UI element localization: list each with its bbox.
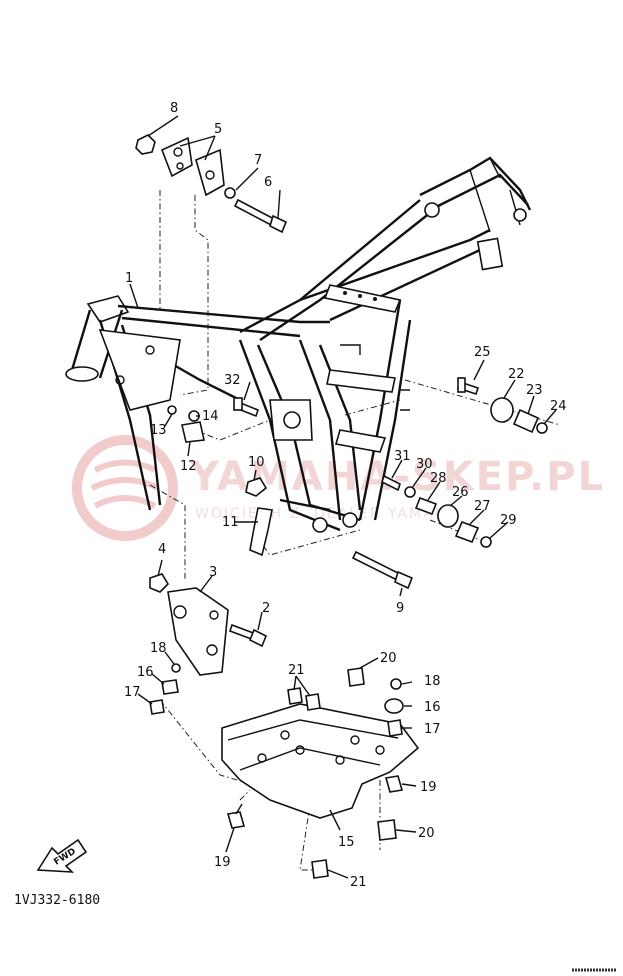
damper-20b [377, 819, 397, 841]
bracket-5a [160, 136, 193, 178]
bracket-11 [249, 507, 273, 557]
callout-2: 2 [262, 601, 270, 616]
nut-18b [390, 678, 402, 690]
nut-29 [480, 536, 492, 548]
bushing-22 [490, 397, 514, 423]
nut-10 [245, 477, 268, 497]
callout-21b: 21 [350, 875, 367, 890]
callout-21a: 21 [288, 663, 305, 678]
damper-21b [311, 859, 329, 879]
callout-12: 12 [180, 459, 197, 474]
bracket-5b [195, 148, 225, 197]
bracket-12 [181, 421, 205, 443]
callout-31: 31 [394, 449, 411, 464]
fwd-arrow-icon: FWD [36, 838, 88, 873]
callout-22: 22 [508, 367, 525, 382]
callout-9: 9 [396, 601, 404, 616]
callout-23: 23 [526, 383, 543, 398]
collar-17b [387, 719, 403, 737]
callout-27: 27 [474, 499, 491, 514]
watermark-logo-ring [72, 435, 178, 541]
callout-16b: 16 [424, 700, 441, 715]
bolt-6 [233, 198, 278, 228]
parts [135, 134, 548, 715]
callout-18a: 18 [150, 641, 167, 656]
bolt-31 [381, 474, 401, 492]
callout-17b: 17 [424, 722, 441, 737]
bushing-26 [437, 504, 459, 528]
collar-17a [149, 699, 165, 715]
callout-24: 24 [550, 399, 567, 414]
bolt-19a [226, 811, 246, 829]
callout-15: 15 [338, 835, 355, 850]
callout-28: 28 [430, 471, 447, 486]
callout-8: 8 [170, 101, 178, 116]
callout-25: 25 [474, 345, 491, 360]
callout-6: 6 [264, 175, 272, 190]
callout-labels: 1 2 3 4 5 6 7 8 9 10 11 12 13 14 15 16 1… [124, 101, 567, 890]
callout-19b: 19 [420, 780, 437, 795]
collar-27 [454, 520, 480, 544]
bolt-13 [167, 405, 177, 415]
bolt-19b [384, 775, 404, 793]
callout-19a: 19 [214, 855, 231, 870]
callout-7: 7 [254, 153, 262, 168]
callout-14: 14 [202, 409, 219, 424]
damper-16a [161, 679, 179, 695]
callout-32: 32 [224, 373, 241, 388]
callout-leaders [129, 115, 557, 879]
head-tube-top [86, 295, 130, 323]
washer-7 [224, 187, 236, 199]
engine-mount-3 [167, 587, 229, 676]
callout-29: 29 [500, 513, 517, 528]
washer-30 [404, 486, 416, 498]
nut-24 [536, 422, 548, 434]
nut-18a [171, 663, 181, 673]
damper-20a [347, 667, 365, 687]
skid-plate-assembly [221, 667, 420, 879]
callout-4: 4 [158, 542, 166, 557]
nut-8 [135, 134, 156, 155]
callout-1: 1 [125, 271, 133, 286]
damper-16b [384, 698, 404, 714]
damper-21a [287, 687, 303, 705]
callout-3: 3 [209, 565, 217, 580]
callout-17a: 17 [124, 685, 141, 700]
nut-4 [149, 573, 170, 593]
diagram-code: 1VJ332-6180 [14, 893, 100, 908]
callout-5: 5 [214, 122, 222, 137]
callout-10: 10 [248, 455, 265, 470]
bolt-9 [351, 550, 402, 582]
callout-18b: 18 [424, 674, 441, 689]
callout-30: 30 [416, 457, 433, 472]
main-frame [65, 156, 532, 533]
callout-26: 26 [452, 485, 469, 500]
collar-28 [414, 496, 438, 516]
callout-16a: 16 [137, 665, 154, 680]
callout-11: 11 [222, 515, 239, 530]
watermark: YAMAHA-SKEP.PL WOJCIECH Z. DEALER YAMAHA [72, 435, 603, 541]
callout-20a: 20 [380, 651, 397, 666]
callout-13: 13 [150, 423, 167, 438]
callout-20b: 20 [418, 826, 435, 841]
collar-23 [512, 408, 540, 434]
